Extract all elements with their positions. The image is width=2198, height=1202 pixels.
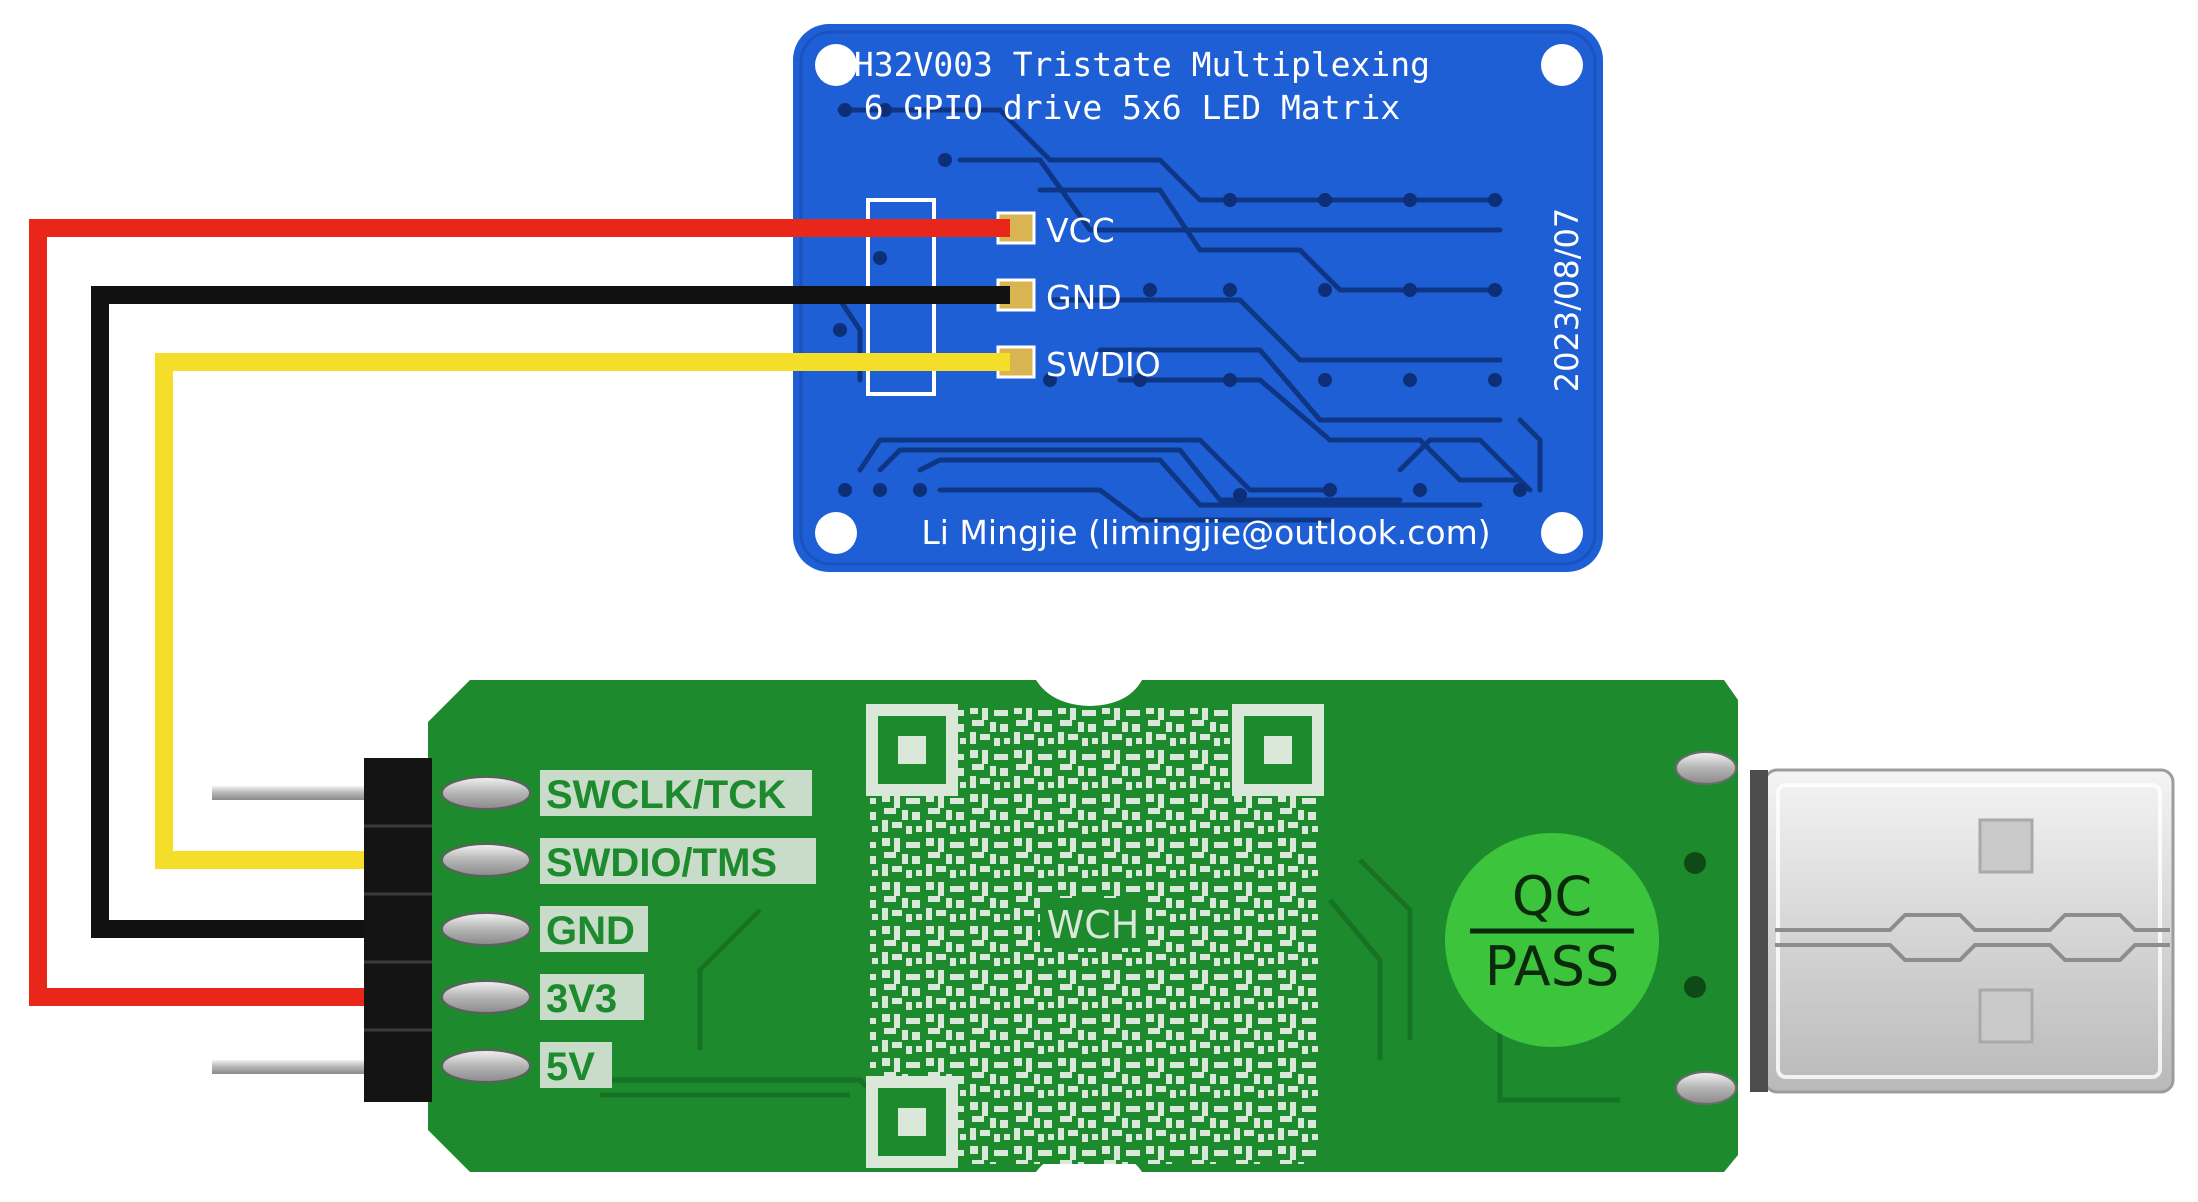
usb-shield-tab [1675,1071,1737,1105]
wire-vcc-3v3 [29,219,1010,1006]
board-title-line2: 6 GPIO drive 5x6 LED Matrix [864,88,1400,127]
pcb-vias [833,103,1527,502]
pad-label-vcc: VCC [1046,211,1115,250]
pin-labels: SWCLK/TCK SWDIO/TMS GND 3V3 5V [540,770,816,1089]
solder-joints [441,776,531,1083]
wires [29,219,1010,1006]
pin-label-gnd: GND [546,909,635,953]
board-title-line1: CH32V003 Tristate Multiplexing [834,45,1430,84]
pcb-traces [837,107,1543,523]
usb-shield-tab [1675,751,1737,785]
pin-5v [212,1060,364,1074]
board-date: 2023/08/07 [1548,208,1586,392]
wire-gnd-gnd [91,286,1010,938]
wire-swdio-swdio [155,353,1010,869]
mounting-hole [1541,512,1583,554]
pad-label-gnd: GND [1046,278,1122,317]
mounting-hole [815,44,857,86]
pass-label: PASS [1485,935,1620,998]
pin-swclk [212,786,364,800]
pin-label-3v3: 3V3 [546,977,617,1021]
pin-header [364,758,432,1102]
board-author: Li Mingjie (limingjie@outlook.com) [921,513,1490,552]
pin-label-swdio: SWDIO/TMS [546,841,777,885]
chip-mark: WCH [1047,903,1140,947]
wch-link-programmer: WCH QC PASS [212,680,2175,1172]
led-matrix-board: CH32V003 Tristate Multiplexing 6 GPIO dr… [793,24,1603,572]
qr-code: WCH [866,704,1324,1168]
qc-pass-sticker: QC PASS [1445,833,1659,1047]
usb-connector [1750,768,2175,1094]
pad-label-swdio: SWDIO [1046,345,1161,384]
via-hole [1684,852,1706,874]
pin-label-5v: 5V [546,1045,595,1089]
mounting-hole [815,512,857,554]
mounting-hole [1541,44,1583,86]
via-hole [1684,976,1706,998]
qc-label: QC [1512,865,1592,928]
pin-label-swclk: SWCLK/TCK [546,773,786,817]
